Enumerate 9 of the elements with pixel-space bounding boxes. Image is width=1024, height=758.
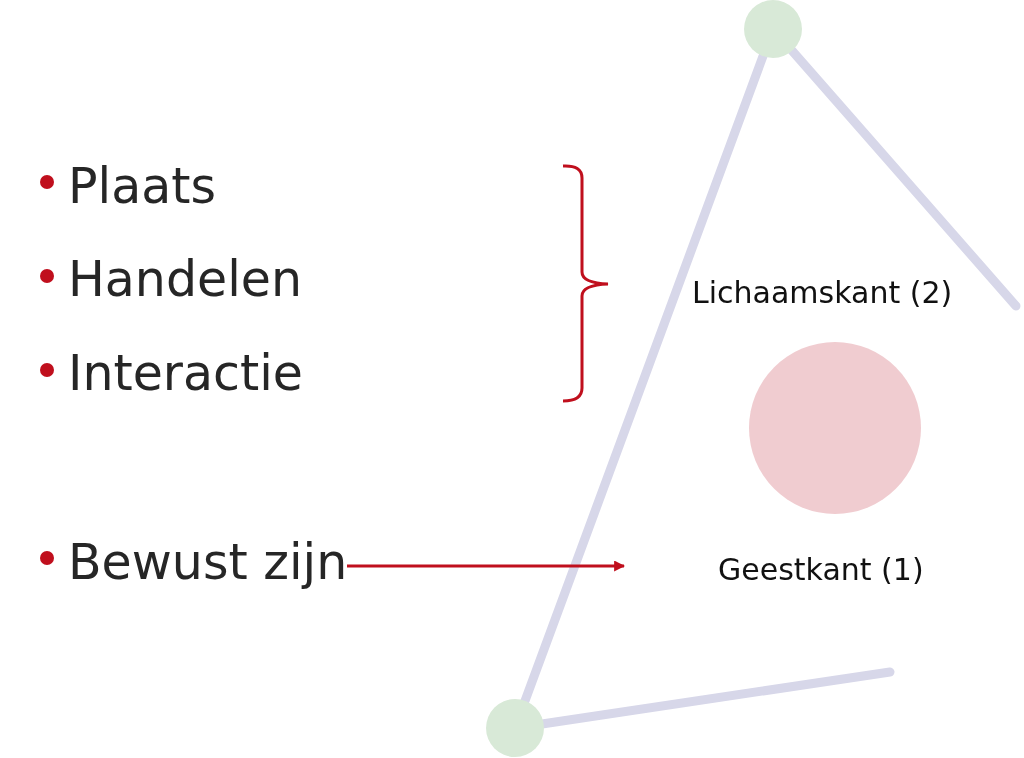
connector-line <box>787 46 1021 311</box>
side-label: Lichaamskant (2) <box>692 274 953 311</box>
list-item: Handelen <box>68 250 302 310</box>
side-label: Geestkant (1) <box>718 552 924 589</box>
vertex-circle <box>744 0 802 58</box>
list-item: Interactie <box>68 345 303 405</box>
list-item: Plaats <box>68 157 216 217</box>
arrow <box>347 560 626 572</box>
list-item: Bewust zijn <box>68 533 348 593</box>
